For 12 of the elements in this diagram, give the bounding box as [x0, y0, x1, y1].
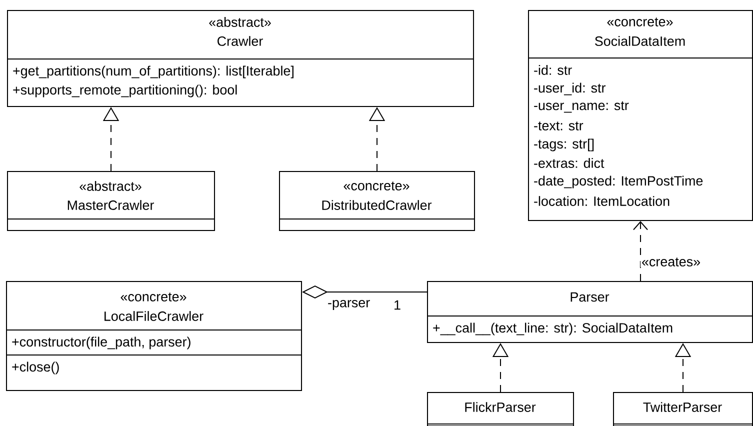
- class-box: «abstract» MasterCrawler: [6, 171, 215, 231]
- dependency-arrow: [633, 221, 648, 282]
- stereotype-label: «creates»: [640, 256, 702, 268]
- class-box: «concrete» SocialDataItem -id: str -user_id: str -user_name: str -text: str -tags: str[] -extras: dict -date_posted: ItemPostTime -location: ItemLocation: [528, 10, 753, 221]
- class-box: FlickrParser: [426, 392, 574, 426]
- class-box: «concrete» LocalFileCrawler +constructor(file_path, parser) +close(): [6, 281, 302, 391]
- class-box: «abstract» Crawler +get_partitions(num_of_partitions): list[Iterable] +supports_remote_partitioning(): bool: [6, 10, 474, 107]
- class-box: «concrete» DistributedCrawler: [278, 171, 475, 231]
- class-box: TwitterParser: [612, 392, 753, 426]
- role-label: -parser: [326, 299, 372, 312]
- multiplicity-label: 1: [394, 300, 400, 310]
- class-box: Parser +__call__(text_line: str): SocialDataItem: [426, 281, 753, 343]
